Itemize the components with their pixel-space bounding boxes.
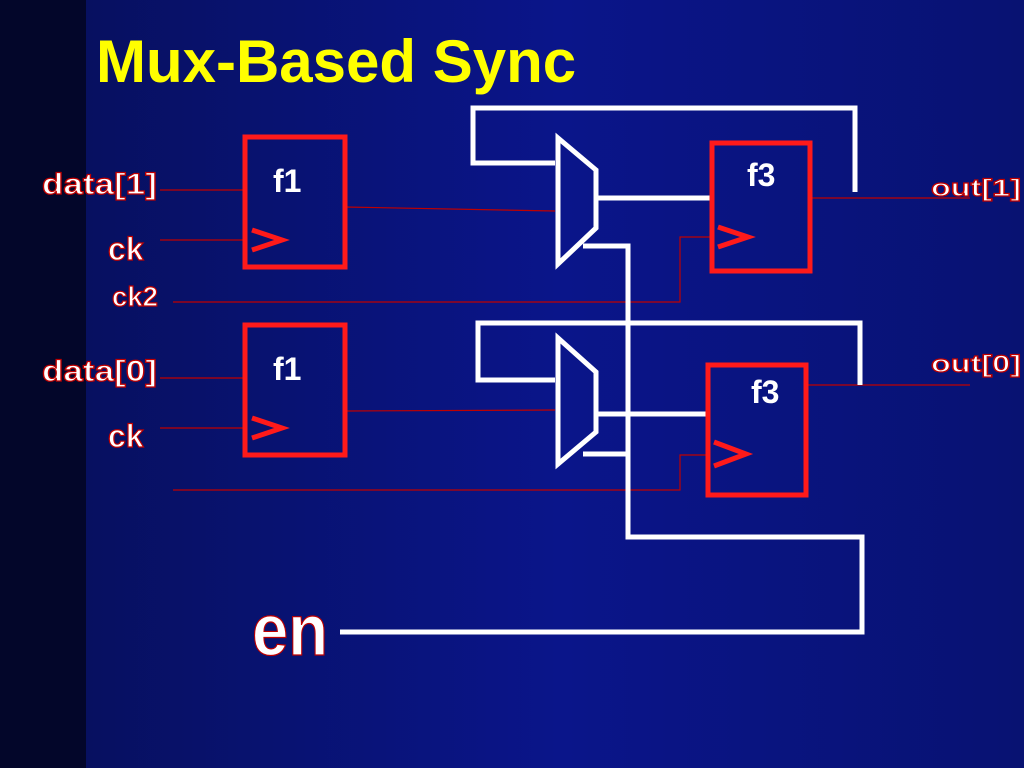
- flipflop-f1-top: [242, 134, 348, 270]
- flipflop-f1-bottom: [242, 322, 348, 458]
- mux-shapes: [555, 132, 599, 470]
- out0-label: out[0]: [931, 351, 1021, 378]
- clock-marker-f1-bottom: [251, 415, 290, 441]
- flipflop-f3-top: [709, 140, 813, 274]
- slide-title: Mux-Based Sync: [96, 28, 577, 95]
- flipflop-shapes: [242, 134, 813, 498]
- data0-label: data[0]: [42, 355, 157, 388]
- enable-wire: [340, 243, 865, 635]
- clock-marker-f3-bottom: [713, 439, 754, 469]
- f1-bottom-to-mux-wire: [344, 409, 556, 412]
- f3-bottom-label: f3: [751, 374, 779, 410]
- out1-label: out[1]: [931, 175, 1021, 202]
- f1-bottom-label: f1: [273, 351, 301, 387]
- clock-marker-f3-top: [717, 224, 756, 250]
- thin-signal-wires: [160, 189, 970, 491]
- ck2-wire-bottom: [173, 454, 710, 491]
- f1-top-to-mux-wire: [344, 206, 556, 212]
- ck-top-label: ck: [108, 231, 144, 267]
- data1-label: data[1]: [42, 168, 157, 201]
- feedback-wire-top: [470, 105, 858, 192]
- f3-top-label: f3: [747, 157, 775, 193]
- feedback-wire-bottom: [475, 320, 863, 385]
- flipflop-f3-bottom: [705, 362, 809, 498]
- ck-bottom-label: ck: [108, 418, 144, 454]
- mux-bottom: [555, 332, 599, 470]
- f1-top-label: f1: [273, 163, 301, 199]
- mux-top: [555, 132, 599, 270]
- ck2-label: ck2: [112, 281, 158, 312]
- enable-label: en: [252, 591, 328, 671]
- ck2-wire-top: [173, 236, 712, 303]
- thick-white-wires: [340, 105, 865, 635]
- clock-marker-f1-top: [251, 227, 290, 253]
